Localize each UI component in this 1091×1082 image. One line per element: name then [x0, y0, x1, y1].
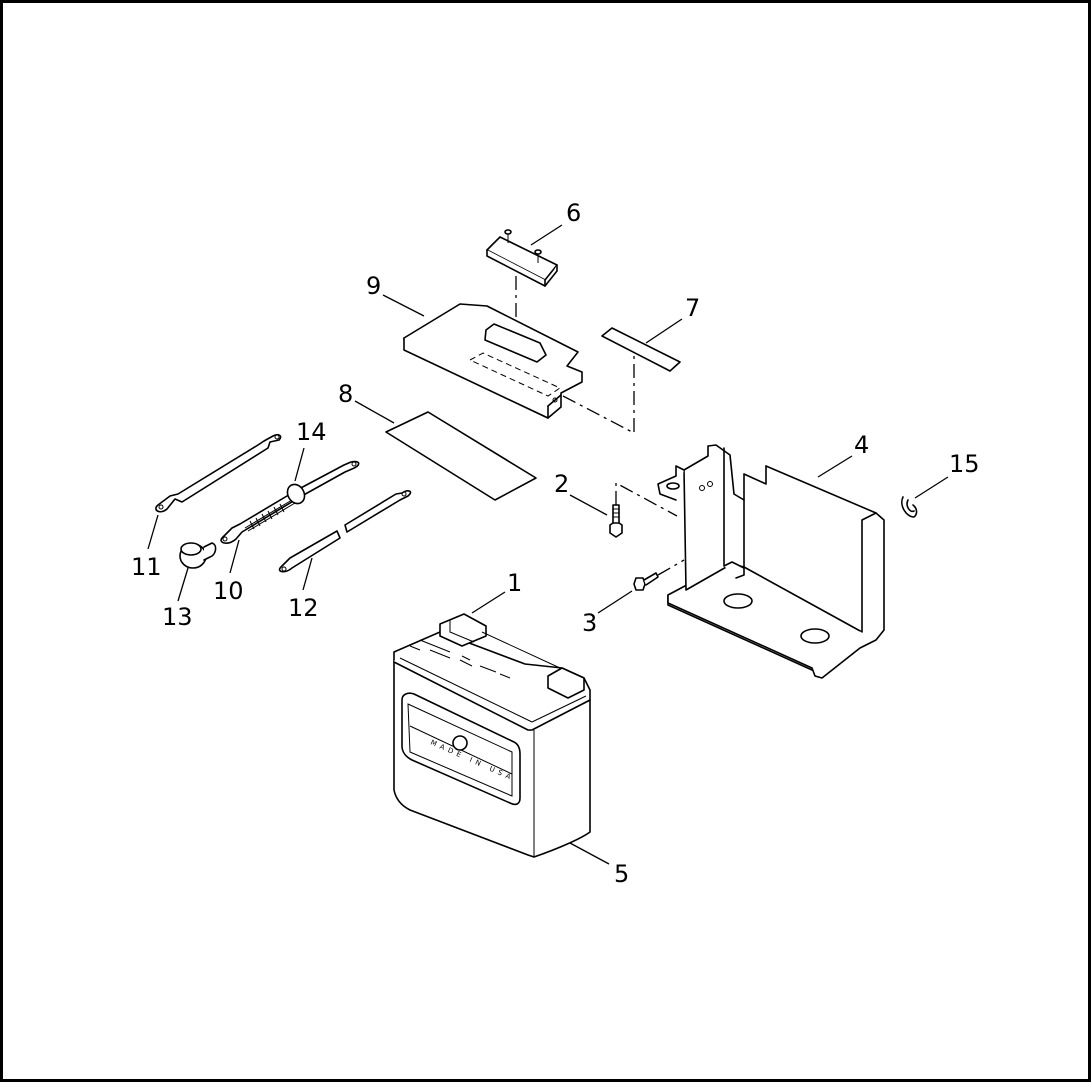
callout-13: 13 [162, 603, 193, 631]
callout-12: 12 [288, 594, 319, 622]
callout-10: 10 [213, 577, 244, 605]
callout-labels: 1 2 3 4 5 6 7 8 9 10 11 12 13 14 15 [131, 199, 980, 888]
cable-part-10 [220, 460, 360, 544]
cable-part-11 [155, 433, 282, 513]
cable-part-12 [278, 490, 412, 573]
clip-part [901, 496, 918, 518]
leader-lines [147, 224, 949, 865]
callout-5: 5 [614, 860, 629, 888]
callout-9: 9 [366, 272, 381, 300]
terminal-cap-part [179, 542, 217, 569]
bolt-part-3 [633, 572, 659, 591]
hold-down-clamp-part [486, 229, 558, 287]
callout-2: 2 [554, 470, 569, 498]
callout-8: 8 [338, 380, 353, 408]
battery-cover-part [403, 303, 583, 419]
battery-part: MADE IN USA [393, 613, 591, 858]
exploded-parts-diagram: MADE IN USA 1 2 3 4 5 6 7 8 9 10 11 12 1… [131, 199, 980, 888]
pad-part [601, 327, 681, 372]
battery-tray-part [657, 444, 885, 679]
callout-6: 6 [566, 199, 581, 227]
callout-11: 11 [131, 553, 162, 581]
callout-1: 1 [507, 569, 522, 597]
callout-15: 15 [949, 450, 980, 478]
callout-7: 7 [685, 294, 700, 322]
callout-3: 3 [582, 609, 597, 637]
callout-14: 14 [296, 418, 327, 446]
tray-pad-part [385, 411, 537, 501]
callout-4: 4 [854, 431, 869, 459]
bolt-part-2 [609, 504, 623, 538]
